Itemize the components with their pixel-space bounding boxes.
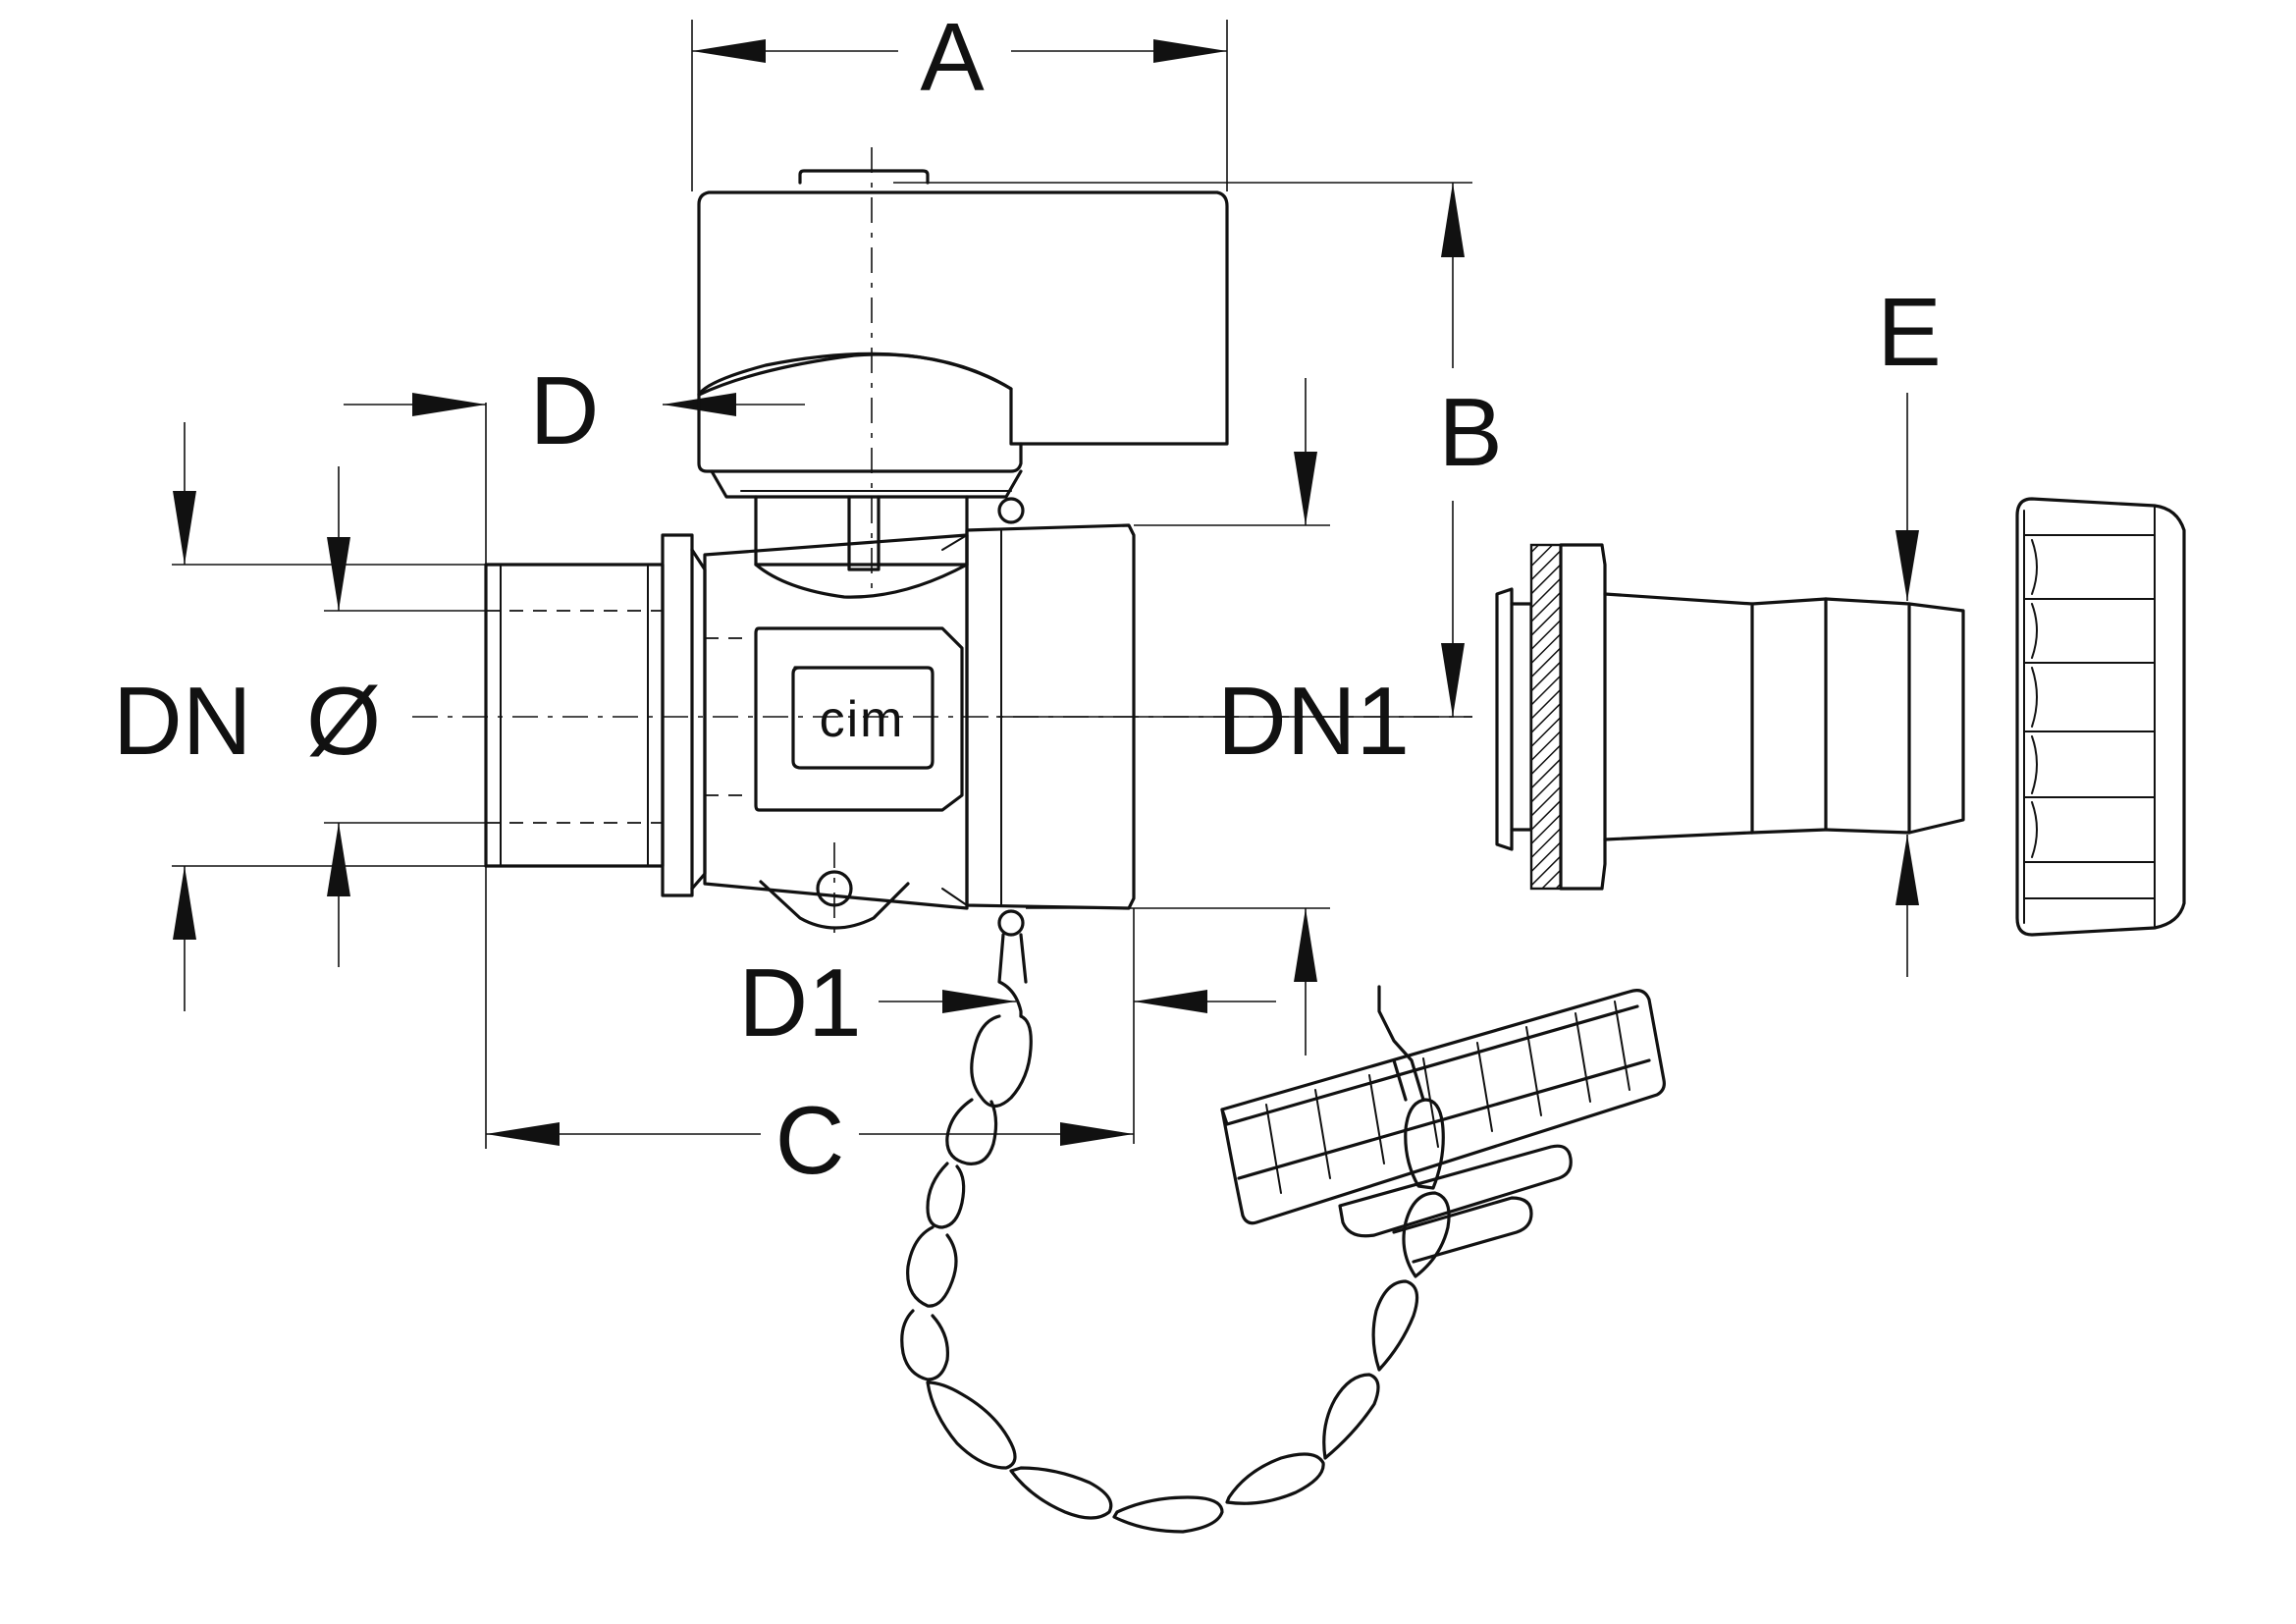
dimension-dn — [172, 422, 486, 1011]
union-nut — [2015, 497, 2186, 937]
label-dn-diameter: Ø — [306, 667, 381, 775]
valve-stem — [754, 495, 969, 571]
label-c: C — [775, 1086, 845, 1194]
dimension-e: E — [1877, 278, 1942, 977]
label-d: D — [530, 356, 600, 464]
dimension-b: B — [893, 182, 1503, 718]
brand-logo: cim — [820, 691, 905, 748]
body-top — [754, 563, 969, 599]
valve-assembly: cim — [484, 169, 1229, 937]
male-thread-end — [484, 563, 665, 868]
dimension-dia — [324, 466, 486, 967]
bottom-lug — [759, 870, 910, 930]
label-e: E — [1877, 278, 1941, 386]
label-dn1: DN1 — [1217, 667, 1410, 775]
dimension-d: D — [344, 356, 805, 571]
lever-handle — [697, 169, 1229, 499]
dimension-dn1: DN1 — [1026, 378, 1410, 1056]
label-a: A — [920, 3, 985, 111]
label-dn: DN — [113, 667, 252, 775]
right-coupling — [941, 497, 1136, 937]
label-b: B — [1438, 378, 1502, 486]
label-d1: D1 — [738, 948, 861, 1056]
dimension-a: A — [691, 3, 1228, 191]
dimension-c: C — [485, 866, 1134, 1194]
central-body: cim — [703, 533, 969, 910]
dimension-d1: D1 — [738, 908, 1276, 1144]
hose-tail — [1495, 543, 1965, 891]
left-flange — [661, 533, 707, 897]
retaining-chain — [900, 933, 1451, 1534]
dust-cap — [1220, 989, 1666, 1264]
